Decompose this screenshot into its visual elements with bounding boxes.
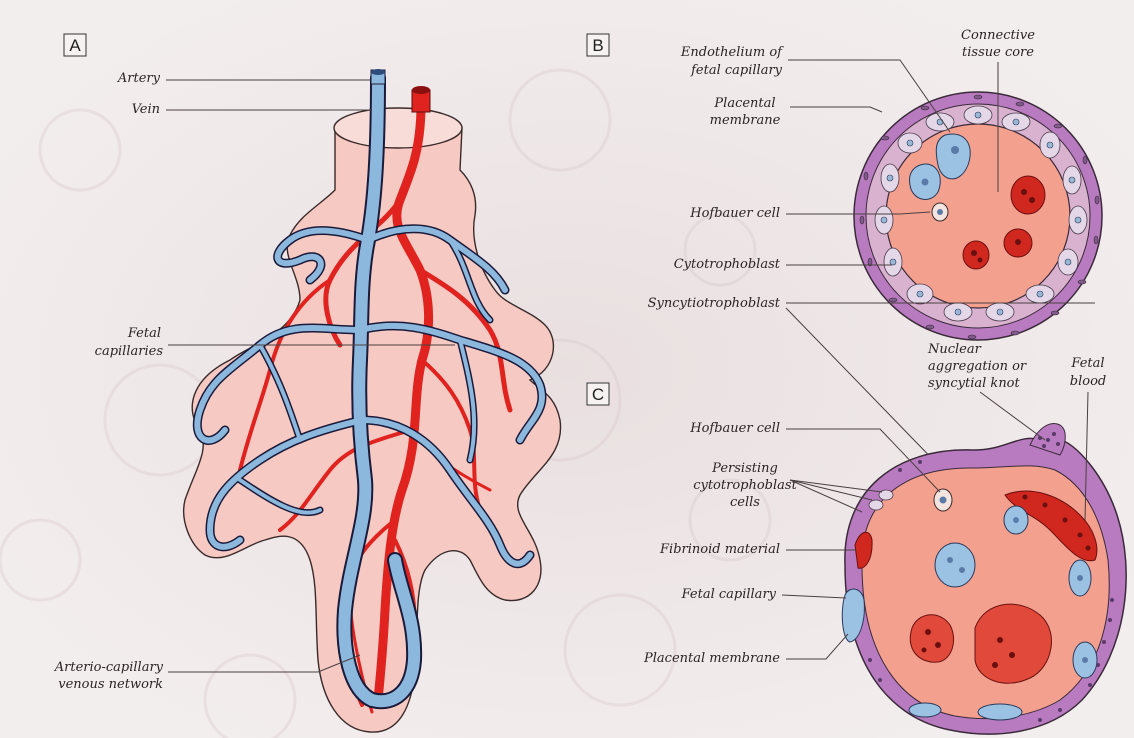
svg-text:Placental membrane: Placental membrane [643,651,780,666]
svg-text:aggregation or: aggregation or [928,359,1027,374]
svg-text:Hofbauer cell: Hofbauer cell [689,206,780,221]
svg-text:Syncytiotrophoblast: Syncytiotrophoblast [648,296,781,311]
vein-lumen [371,69,385,75]
svg-text:Fetal capillary: Fetal capillary [681,587,777,602]
svg-text:Fibrinoid material: Fibrinoid material [659,542,780,557]
svg-text:venous network: venous network [58,677,163,692]
svg-text:Hofbauer cell: Hofbauer cell [689,421,780,436]
svg-text:Endothelium of: Endothelium of [680,45,784,60]
panel-c-tag: C [587,383,609,405]
svg-text:A: A [69,36,81,55]
svg-text:Nuclear: Nuclear [927,342,982,357]
svg-text:cytotrophoblast: cytotrophoblast [693,478,797,493]
svg-text:Cytotrophoblast: Cytotrophoblast [674,257,781,272]
artery-lumen [412,86,430,94]
svg-text:capillaries: capillaries [95,344,164,359]
svg-text:Connective: Connective [961,28,1035,43]
svg-text:cells: cells [730,495,760,510]
svg-text:fetal capillary: fetal capillary [690,63,783,78]
panel-a-tag: A [64,34,86,56]
svg-text:membrane: membrane [710,113,781,128]
svg-text:Fetal: Fetal [127,326,161,341]
svg-text:Persisting: Persisting [711,461,778,476]
svg-text:C: C [592,385,604,404]
svg-text:Vein: Vein [132,102,160,117]
svg-text:Fetal: Fetal [1070,356,1104,371]
svg-text:blood: blood [1070,374,1106,389]
connective-core-c [862,466,1109,719]
svg-text:tissue core: tissue core [962,45,1034,60]
svg-text:B: B [592,36,603,55]
panel-b-tag: B [587,34,609,56]
svg-text:Arterio-capillary: Arterio-capillary [54,660,164,675]
stem-cross-section [334,108,462,148]
svg-text:syncytial knot: syncytial knot [928,376,1021,391]
svg-text:Artery: Artery [117,71,161,86]
svg-text:Placental: Placental [713,96,775,111]
